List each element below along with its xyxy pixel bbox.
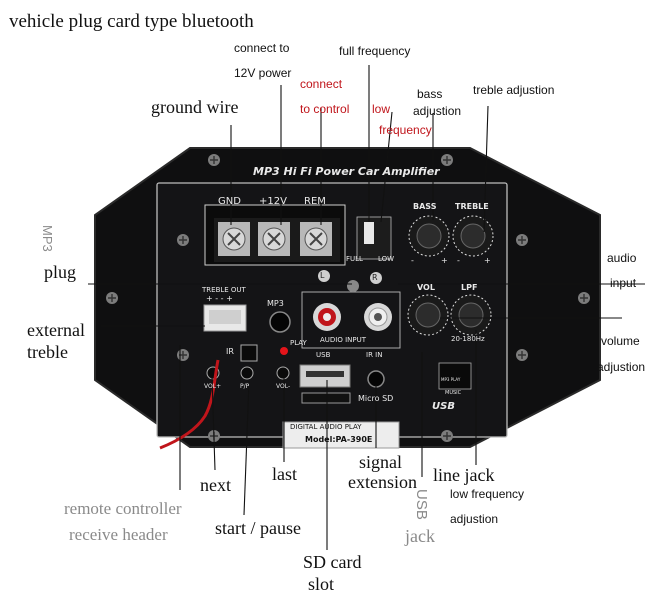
panel-usb-logo: USB	[432, 401, 455, 412]
label-low-frequency-1: low	[372, 102, 391, 116]
label-ground-wire: ground wire	[151, 97, 239, 117]
panel-r: R	[372, 273, 378, 282]
label-plug: plug	[44, 262, 77, 282]
panel-plus-treble: +	[484, 256, 491, 265]
label-jack: jack	[405, 526, 435, 546]
label-external-treble-2: treble	[27, 342, 68, 362]
label-signal-extension-1: signal	[359, 452, 402, 472]
label-last: last	[272, 464, 297, 484]
label-audio-input-1: audio	[607, 251, 637, 265]
panel-l: L	[320, 271, 325, 280]
panel-treble-out-signs: + - - +	[206, 294, 233, 303]
panel-minus-treble: -	[457, 256, 460, 265]
panel-micro-sd: Micro SD	[358, 394, 394, 403]
label-next: next	[200, 475, 231, 495]
panel-rem: REM	[304, 196, 326, 207]
label-remote-1: remote controller	[64, 499, 182, 518]
panel-ir: IR	[226, 347, 234, 356]
panel-pp: P/P	[240, 383, 250, 390]
label-connect-12v-2: 12V power	[234, 66, 292, 80]
label-mp3-vertical: MP3	[40, 225, 55, 252]
panel-mp3: MP3	[267, 299, 284, 308]
label-low-frequency-2: frequency	[379, 123, 432, 137]
panel-treble: TREBLE	[455, 202, 489, 211]
label-audio-input-2: input	[610, 276, 637, 290]
panel-brand: MP3 Hi Fi Power Car Amplifier	[253, 165, 440, 178]
panel-play: PLAY	[290, 339, 307, 347]
panel-treble-out: TREBLE OUT	[202, 286, 246, 294]
panel-plus-bass: +	[441, 256, 448, 265]
label-bass-2: adjustion	[413, 104, 462, 118]
panel-vol: VOL	[417, 283, 435, 292]
label-line-jack: line jack	[433, 465, 495, 485]
panel-bass: BASS	[413, 202, 437, 211]
panel-music: MUSIC	[445, 390, 462, 396]
panel-vol-plus: VOL+	[204, 383, 222, 390]
panel-gnd: GND	[218, 196, 241, 207]
label-connect-12v-1: connect to	[234, 41, 290, 55]
label-full-frequency: full frequency	[339, 44, 411, 58]
panel-vol-minus: VOL-	[276, 383, 291, 390]
label-connect-control-1: connect	[300, 77, 343, 91]
label-signal-extension-2: extension	[348, 472, 417, 492]
panel-digital-audio-play: DIGITAL AUDIO PLAY	[290, 423, 362, 431]
panel-low: LOW	[378, 255, 395, 263]
diagram-title: vehicle plug card type bluetooth	[9, 11, 254, 32]
label-bass-1: bass	[417, 87, 443, 101]
label-start-pause: start / pause	[215, 518, 301, 538]
label-low-freq-adj-2: adjustion	[450, 512, 499, 526]
label-connect-control-2: to control	[300, 102, 350, 116]
panel-model: Model:PA-390E	[305, 435, 373, 444]
panel-ir-in: IR IN	[366, 351, 383, 359]
label-volume-1: volume	[601, 334, 640, 348]
panel-mp3-play: MP3 PLAY	[441, 377, 461, 382]
label-remote-2: receive header	[69, 525, 168, 544]
label-treble-adjustion: treble adjustion	[473, 83, 555, 97]
panel-plus12v: +12V	[259, 196, 287, 207]
label-sd-card-1: SD card	[303, 552, 362, 572]
label-low-freq-adj-1: low frequency	[450, 487, 525, 501]
terminal-screw-icon	[218, 222, 332, 256]
panel-usb: USB	[316, 351, 331, 359]
label-sd-card-2: slot	[308, 574, 335, 594]
label-external-treble-1: external	[27, 320, 85, 340]
panel-audio-input: AUDIO INPUT	[320, 336, 367, 344]
label-usb-vertical: USB	[413, 489, 430, 520]
panel-minus-bass: -	[411, 256, 414, 265]
label-volume-2: adjustion	[597, 360, 646, 374]
panel-full: FULL	[346, 255, 363, 263]
panel-lpf-range: 20-180Hz	[451, 335, 485, 343]
leader-lines	[88, 65, 645, 550]
panel-lpf: LPF	[461, 283, 478, 292]
